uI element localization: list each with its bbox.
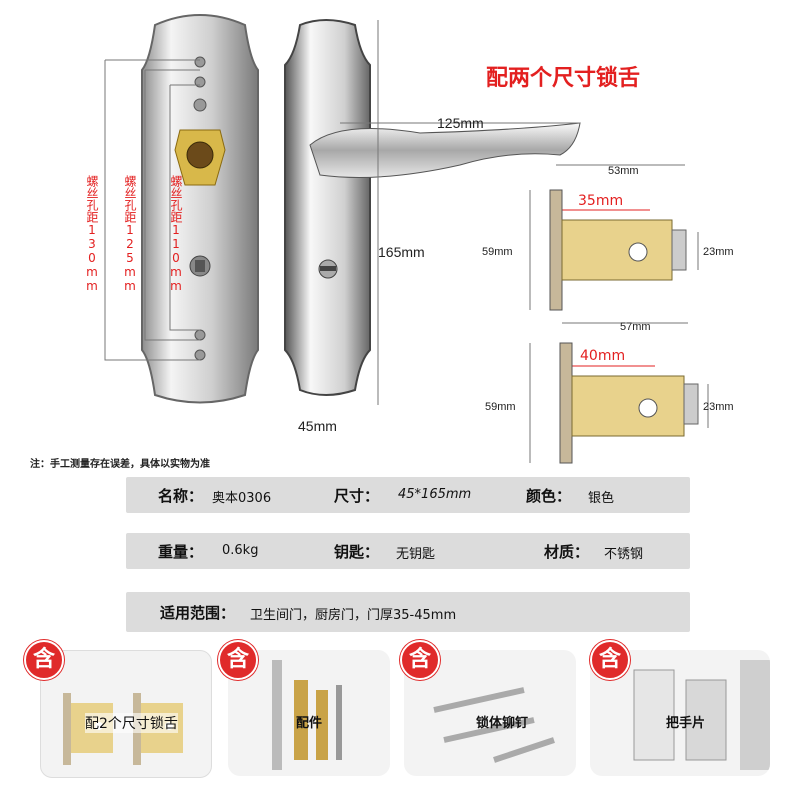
latch-40mm-illustration: [529, 322, 709, 464]
latch1-backset-label: 35mm: [578, 193, 624, 209]
latch2-face-label: 23mm: [703, 401, 734, 413]
latch2-height-label: 59mm: [485, 401, 516, 413]
lock-handle-front-illustration: [284, 19, 581, 405]
included-card-accessories: 配件: [228, 650, 390, 776]
material-label: 材质：: [544, 543, 590, 561]
included-latches-label: 配2个尺寸锁舌: [85, 713, 178, 733]
included-badge-2: 含: [218, 640, 258, 680]
screw-distance-125-label: 螺丝孔距125mm: [123, 175, 137, 293]
included-badge-3: 含: [400, 640, 440, 680]
accessories-thumbnail: [272, 660, 342, 770]
measurement-note: 注：手工测量存在误差，具体以实物为准: [30, 459, 210, 470]
plate-height-label: 165mm: [378, 244, 425, 260]
spec-row-3: 适用范围： 卫生间门，厨房门，门厚35-45mm: [126, 592, 690, 632]
included-rivets-label: 锁体铆钉: [476, 716, 529, 731]
latch2-backset-label: 40mm: [580, 348, 626, 364]
usage-value: 卫生间门，厨房门，门厚35-45mm: [250, 608, 457, 623]
handle-length-label: 125mm: [437, 115, 484, 131]
included-badge-1: 含: [24, 640, 64, 680]
page-title: 配两个尺寸锁舌: [486, 66, 641, 91]
included-badge-4: 含: [590, 640, 630, 680]
size-value: 45*165mm: [398, 487, 472, 502]
screw-distance-130-label: 螺丝孔距130mm: [85, 175, 99, 293]
handle-plate-thumbnail: [633, 660, 770, 770]
material-value: 不锈钢: [604, 547, 644, 562]
color-value: 银色: [588, 491, 615, 506]
key-value: 无钥匙: [396, 547, 436, 562]
size-label: 尺寸：: [334, 487, 380, 505]
weight-value: 0.6kg: [222, 543, 259, 558]
rivets-thumbnail: [433, 687, 555, 763]
screw-distance-110-label: 螺丝孔距110mm: [169, 175, 183, 293]
spec-row-2: 重量： 0.6kg 钥匙： 无钥匙 材质： 不锈钢: [126, 533, 690, 569]
included-card-latches: 配2个尺寸锁舌: [40, 650, 212, 778]
latch2-width-label: 57mm: [620, 321, 651, 333]
plate-width-label: 45mm: [298, 418, 337, 434]
included-handle-plate-label: 把手片: [666, 716, 706, 731]
latch1-height-label: 59mm: [482, 246, 513, 258]
latch1-width-label: 53mm: [608, 165, 639, 177]
usage-label: 适用范围：: [160, 604, 236, 622]
name-label: 名称：: [158, 487, 204, 505]
weight-label: 重量：: [158, 543, 204, 561]
included-accessories-label: 配件: [296, 716, 323, 731]
latch1-face-label: 23mm: [703, 246, 734, 258]
name-value: 奥本0306: [212, 491, 272, 506]
color-label: 颜色：: [526, 487, 572, 505]
screw-distance-lines: [104, 59, 200, 361]
latch-35mm-illustration: [529, 164, 699, 311]
spec-row-1: 名称： 奥本0306 尺寸： 45*165mm 颜色： 银色: [126, 477, 690, 513]
key-label: 钥匙：: [334, 543, 380, 561]
lock-plate-back-illustration: [141, 14, 259, 404]
